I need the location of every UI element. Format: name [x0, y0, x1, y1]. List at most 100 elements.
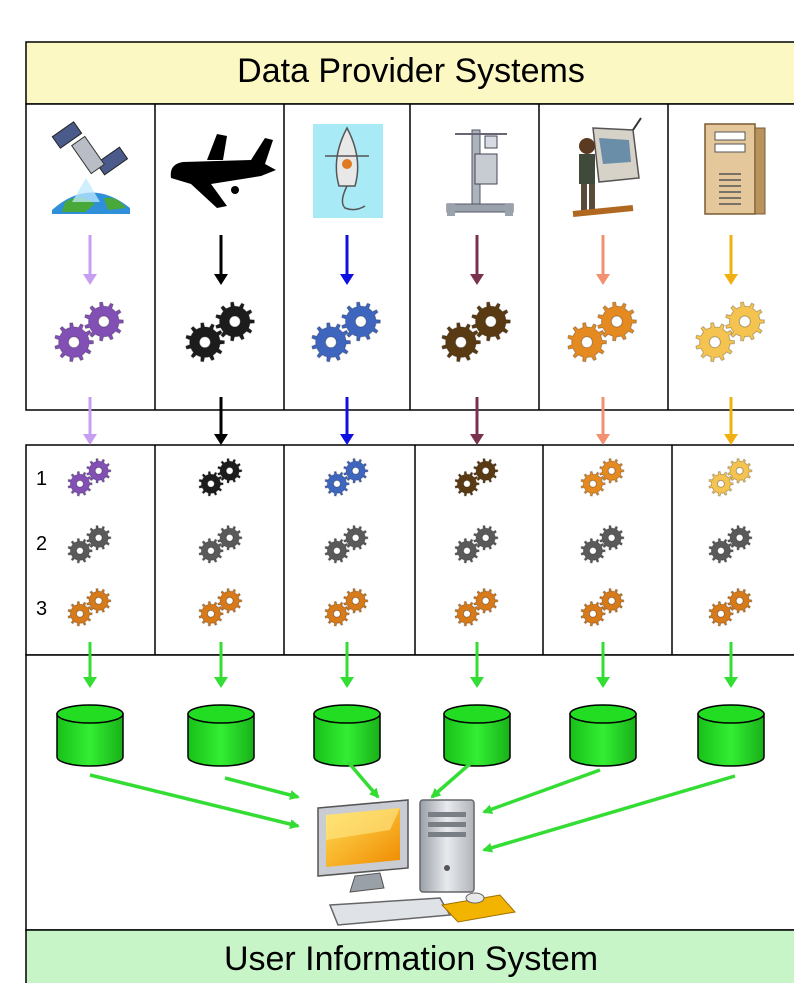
step-3-gear-icon [67, 588, 112, 627]
gear-pair-icon [185, 301, 255, 363]
gear-icon [86, 525, 112, 551]
gear-pair-icon [54, 301, 124, 363]
gear-icon [343, 525, 369, 551]
database-icon [56, 704, 124, 767]
step-2-gear-icon [708, 525, 753, 564]
provider-column [51, 121, 130, 688]
step-number-1: 1 [36, 468, 48, 490]
gear-icon [67, 470, 93, 497]
gear-icon [473, 525, 499, 551]
down-arrow-icon [83, 235, 97, 285]
provider-column [170, 134, 276, 688]
satellite-icon [51, 121, 130, 214]
gear-icon [454, 470, 480, 497]
gear-icon [86, 588, 112, 614]
gear-icon [454, 537, 480, 564]
gear-icon [67, 537, 93, 564]
step-1-gear-icon [580, 458, 625, 497]
gear-icon [727, 588, 753, 614]
provider-column [695, 123, 766, 688]
step-1-gear-icon [198, 458, 243, 497]
header-title: Data Provider Systems [237, 52, 585, 90]
gear-icon [708, 537, 734, 564]
down-arrow-icon [724, 642, 738, 688]
gear-icon [441, 322, 481, 363]
step-3-gear-icon [580, 588, 625, 627]
gear-icon [725, 301, 765, 342]
down-arrow-icon [340, 397, 354, 445]
gear-icon [727, 525, 753, 551]
provider-column [567, 117, 642, 688]
flow-arrow-icon [89, 773, 300, 829]
gear-icon [311, 322, 351, 363]
header-band [25, 41, 794, 105]
down-arrow-icon [340, 642, 354, 688]
gear-icon [695, 322, 735, 363]
gear-icon [341, 301, 381, 342]
gear-icon [597, 301, 637, 342]
step-1-gear-icon [324, 458, 369, 497]
gear-icon [84, 301, 124, 342]
step-number-3: 3 [36, 598, 48, 620]
step-1-gear-icon [708, 458, 753, 497]
gear-pair-icon [695, 301, 765, 363]
step-3-gear-icon [454, 588, 499, 627]
footer-band [25, 929, 794, 983]
down-arrow-icon [724, 397, 738, 445]
gear-icon [580, 470, 606, 497]
step-3-gear-icon [708, 588, 753, 627]
step-3-gear-icon [198, 588, 243, 627]
down-arrow-icon [83, 642, 97, 688]
gear-icon [599, 458, 625, 484]
down-arrow-icon [470, 235, 484, 285]
processing-section [25, 444, 794, 656]
buoy-icon [313, 124, 383, 218]
step-2-gear-icon [324, 525, 369, 564]
gear-icon [217, 458, 243, 484]
gear-icon [708, 600, 734, 627]
provider-column [441, 129, 514, 688]
step-2-gear-icon [580, 525, 625, 564]
gear-icon [708, 470, 734, 497]
gear-icon [343, 458, 369, 484]
gear-icon [217, 525, 243, 551]
flow-arrow-icon [346, 760, 380, 799]
gear-icon [580, 537, 606, 564]
down-arrow-icon [83, 397, 97, 445]
gear-pair-icon [441, 301, 511, 363]
step-2-gear-icon [454, 525, 499, 564]
footer-title: User Information System [223, 940, 599, 978]
database-icon [569, 704, 637, 767]
field-worker-icon [572, 117, 642, 217]
gear-pair-icon [567, 301, 637, 363]
server-icon [704, 123, 766, 215]
gear-icon [198, 470, 224, 497]
gear-icon [324, 537, 350, 564]
gear-icon [54, 322, 94, 363]
database-icon [187, 704, 255, 767]
gear-icon [580, 600, 606, 627]
gear-icon [473, 588, 499, 614]
gear-icon [324, 600, 350, 627]
step-2-gear-icon [198, 525, 243, 564]
gear-icon [185, 322, 225, 363]
down-arrow-icon [724, 235, 738, 285]
step-2-gear-icon [67, 525, 112, 564]
gear-icon [343, 588, 369, 614]
gear-icon [86, 458, 112, 484]
gear-icon [67, 600, 93, 627]
down-arrow-icon [470, 397, 484, 445]
user-section [25, 654, 794, 931]
gear-icon [727, 458, 753, 484]
down-arrow-icon [596, 235, 610, 285]
step-number-2: 2 [36, 533, 48, 555]
down-arrow-icon [470, 642, 484, 688]
down-arrow-icon [214, 397, 228, 445]
step-1-gear-icon [454, 458, 499, 497]
step-3-gear-icon [324, 588, 369, 627]
gear-icon [217, 588, 243, 614]
gear-icon [473, 458, 499, 484]
database-icon [697, 704, 765, 767]
database-icon [313, 704, 381, 767]
flow-arrow-icon [482, 774, 736, 853]
